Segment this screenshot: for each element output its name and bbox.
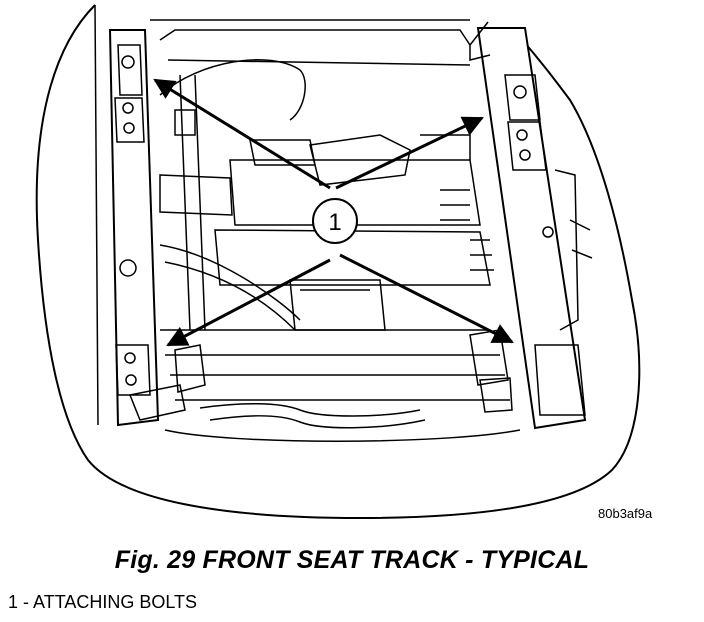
callout-circle [312, 198, 358, 244]
arrow-front-right-bolt [335, 116, 484, 190]
figure-reference-code: 80b3af9a [598, 506, 653, 521]
figure-caption: Fig. 29 FRONT SEAT TRACK - TYPICAL [114, 546, 590, 574]
right-track-rail [469, 21, 587, 430]
seat-cushion-outline [35, 4, 641, 520]
callout-number: 1 [328, 209, 341, 236]
cushion-left-edge [94, 4, 99, 426]
legend-item-label: ATTACHING BOLTS [33, 592, 198, 612]
arrow-rear-right-bolt [339, 253, 514, 344]
legend-item-separator: - [18, 592, 34, 612]
legend-item: 1 - ATTACHING BOLTS [8, 592, 197, 613]
seat-frame-details [128, 19, 593, 442]
seat-track-illustration: 1 [35, 4, 641, 520]
legend-item-number: 1 [8, 592, 19, 612]
arrow-rear-left-bolt [166, 258, 331, 347]
left-track-rail [108, 29, 160, 427]
arrow-front-left-bolt [153, 78, 331, 190]
callout-arrows [153, 78, 514, 347]
